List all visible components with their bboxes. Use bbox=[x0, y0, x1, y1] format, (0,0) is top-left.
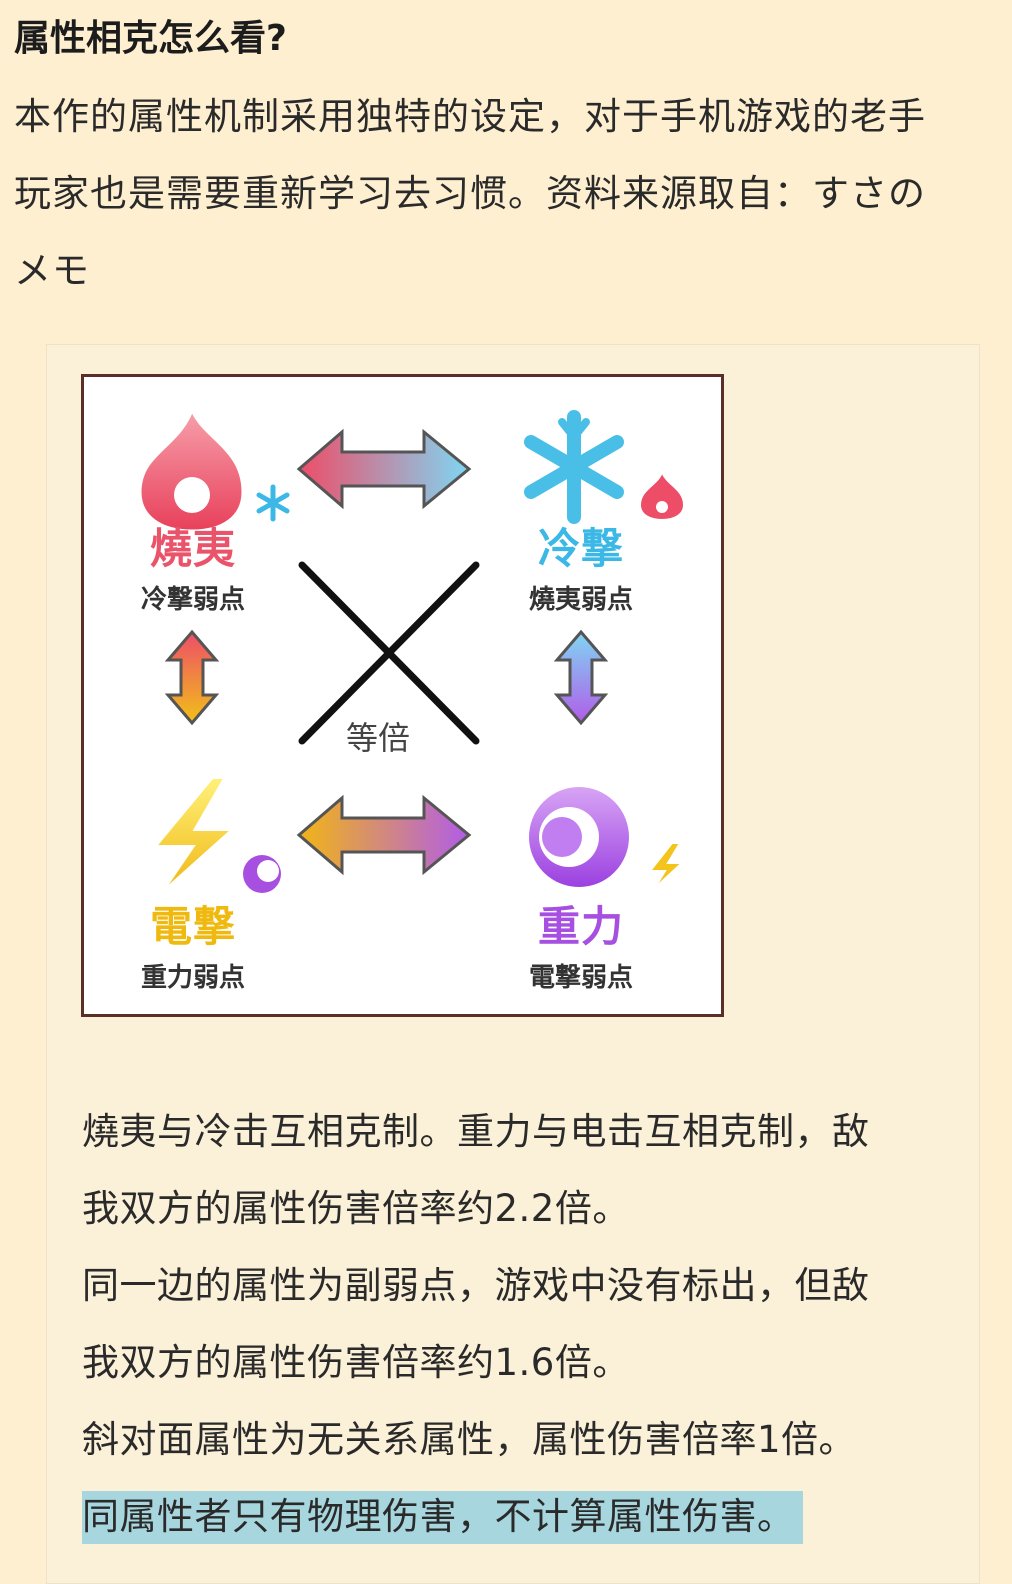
element-weakness-incendiary: 冷撃弱点 bbox=[140, 585, 245, 615]
intro-line: 玩家也是需要重新学习去习惯。资料来源取自：すさの bbox=[14, 172, 926, 215]
explanation-line: 我双方的属性伤害倍率约2.2倍。 bbox=[82, 1187, 630, 1230]
crescent-icon bbox=[525, 783, 633, 891]
element-name-cryo: 冷撃 bbox=[537, 524, 624, 573]
cross-mark bbox=[298, 561, 480, 745]
explanation-line-highlighted: 同属性者只有物理伤害，不计算属性伤害。 bbox=[82, 1478, 962, 1555]
section-title: 属性相克怎么看? bbox=[14, 18, 287, 59]
element-weakness-cryo: 燒夷弱点 bbox=[528, 585, 633, 615]
element-name-gravity: 重力 bbox=[537, 902, 624, 951]
explanation-paragraph: 燒夷与冷击互相克制。重力与电击互相克制，敌 我双方的属性伤害倍率约2.2倍。 同… bbox=[82, 1093, 962, 1555]
lightning-small-icon bbox=[647, 842, 685, 890]
element-chart-graphic bbox=[136, 399, 686, 899]
double-arrow-horizontal-bottom bbox=[296, 794, 472, 876]
element-name-electric: 電撃 bbox=[149, 902, 236, 951]
explanation-line: 我双方的属性伤害倍率约1.6倍。 bbox=[82, 1341, 630, 1384]
double-arrow-vertical-left bbox=[164, 629, 220, 726]
intro-line: メモ bbox=[14, 249, 90, 292]
crescent-small-icon bbox=[243, 855, 281, 893]
double-arrow-vertical-right bbox=[553, 629, 609, 726]
element-chart-image[interactable]: 燒夷 冷撃弱点 冷撃 燒夷弱点 等倍 電撃 重力弱点 重力 電撃弱点 bbox=[81, 374, 724, 1017]
highlighted-text: 同属性者只有物理伤害，不计算属性伤害。 bbox=[82, 1491, 803, 1544]
explanation-line: 斜对面属性为无关系属性，属性伤害倍率1倍。 bbox=[82, 1418, 857, 1461]
snowflake-icon bbox=[524, 410, 624, 524]
element-name-incendiary: 燒夷 bbox=[149, 524, 236, 573]
equal-multiplier-label: 等倍 bbox=[342, 713, 415, 759]
intro-paragraph: 本作的属性机制采用独特的设定，对于手机游戏的老手 玩家也是需要重新学习去习惯。资… bbox=[14, 78, 1004, 309]
element-weakness-gravity: 電撃弱点 bbox=[528, 963, 633, 993]
explanation-line: 燒夷与冷击互相克制。重力与电击互相克制，敌 bbox=[82, 1110, 870, 1153]
snowflake-small-icon bbox=[256, 484, 290, 522]
explanation-line: 同一边的属性为副弱点，游戏中没有标出，但敌 bbox=[82, 1264, 870, 1307]
intro-line: 本作的属性机制采用独特的设定，对于手机游戏的老手 bbox=[14, 95, 926, 138]
element-weakness-electric: 重力弱点 bbox=[140, 963, 245, 993]
flame-small-icon bbox=[638, 468, 686, 522]
lightning-icon bbox=[149, 775, 240, 899]
double-arrow-horizontal-top bbox=[296, 428, 472, 510]
flame-icon bbox=[136, 399, 247, 535]
